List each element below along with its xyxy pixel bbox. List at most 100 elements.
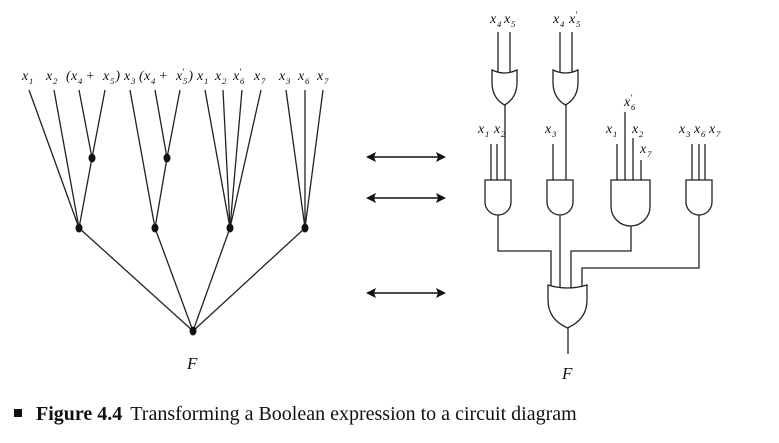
subscript: 7 [647, 149, 652, 159]
double-arrow-icon [366, 193, 446, 203]
or-gate-2 [552, 68, 579, 106]
tree-edge [154, 227, 194, 332]
subscript: 6 [701, 129, 706, 139]
variable: x [232, 69, 240, 84]
tree-edge [192, 227, 306, 332]
tree-leaf-label: x′6 [232, 67, 245, 86]
tree-edge [53, 89, 80, 229]
circuit-gates [484, 68, 713, 329]
variable: x [123, 69, 131, 84]
and3-to-or-final-wire [570, 226, 632, 288]
variable: x [493, 122, 501, 137]
tree-nodes [75, 153, 309, 336]
subscript: 3 [285, 76, 291, 86]
variable: x [631, 122, 639, 137]
variable: x [196, 69, 204, 84]
double-arrow-icon [366, 288, 446, 298]
variable: x [143, 69, 151, 84]
and-gate-2 [546, 179, 574, 216]
variable: x [503, 12, 511, 27]
and-input-label: x′6 [623, 93, 636, 112]
variable: x [477, 122, 485, 137]
or-gate-final [547, 284, 588, 329]
circuit-output-label: F [561, 364, 573, 383]
tree-edge [129, 89, 156, 229]
subscript: 3 [130, 76, 136, 86]
tree-root-label: F [186, 354, 198, 373]
variable: x [678, 122, 686, 137]
arrow-head-right [436, 152, 446, 162]
plus-sign: + [85, 69, 94, 84]
tree-node [75, 223, 83, 233]
subscript: 1 [29, 76, 33, 86]
tree-edge [78, 89, 93, 159]
tree-edge [154, 157, 168, 229]
tree-edge [192, 227, 231, 332]
arrow-head-right [436, 193, 446, 203]
tree-edge [304, 89, 324, 229]
circuit-wires [490, 32, 706, 354]
variable: x [489, 12, 497, 27]
subscript: 5 [511, 19, 516, 29]
paren: ) [187, 69, 193, 84]
arrow-head-left [366, 193, 376, 203]
or-gate-1 [491, 68, 518, 106]
caption-text: Transforming a Boolean expression to a c… [130, 403, 577, 425]
variable: x [175, 69, 183, 84]
variable: x [278, 69, 286, 84]
double-arrow-icon [366, 152, 446, 162]
tree-node [301, 223, 309, 233]
tree-edge [285, 89, 306, 229]
tree-leaf-label: x′5) [175, 67, 193, 86]
tree-root-node [189, 326, 197, 336]
prime-mark: ′ [182, 67, 185, 78]
and-gate-1 [484, 179, 512, 216]
plus-sign: + [158, 69, 167, 84]
variable: x [639, 142, 647, 157]
and1-to-or-final-wire [497, 215, 552, 288]
tree-edge [78, 227, 194, 332]
arrow-head-left [366, 288, 376, 298]
subscript: 5 [183, 76, 188, 86]
subscript: 7 [324, 76, 329, 86]
prime-mark: ′ [630, 93, 633, 104]
variable: x [21, 69, 29, 84]
tree-edge [91, 89, 106, 159]
and-gate-3 [610, 179, 651, 227]
tree-edge [229, 89, 243, 229]
arrow-head-left [366, 152, 376, 162]
tree-edge [204, 89, 231, 229]
and4-to-or-final-wire [581, 215, 700, 288]
subscript: 4 [151, 76, 156, 86]
variable: x [102, 69, 110, 84]
tree-edge [229, 89, 262, 229]
subscript: 2 [53, 76, 58, 86]
variable: x [605, 122, 613, 137]
variable: x [568, 12, 576, 27]
subscript: 3 [685, 129, 691, 139]
subscript: 1 [204, 76, 208, 86]
subscript: 6 [240, 76, 245, 86]
